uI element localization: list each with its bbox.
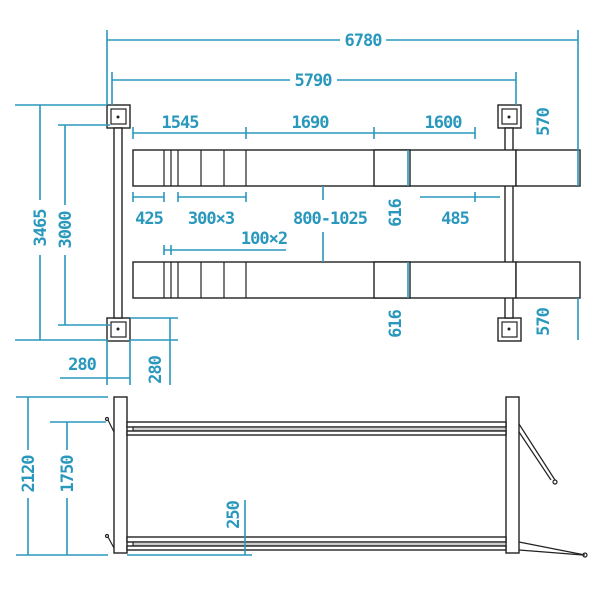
crossbeam-right <box>504 127 514 319</box>
dim-ramp-width-top: 570 <box>534 107 554 135</box>
dim-overall-length: 6780 <box>345 31 383 51</box>
dim-fine-slot-spacing: 100×2 <box>241 229 287 249</box>
dim-jack-tray-top: 616 <box>386 198 406 226</box>
dim-post-spacing-width: 3000 <box>56 211 76 249</box>
runway-bottom <box>132 261 581 299</box>
side-post-right <box>505 396 520 554</box>
runway-lowered <box>126 536 507 551</box>
dim-slot-spacing: 300×3 <box>188 209 235 229</box>
dim-ramp-width-bottom: 570 <box>534 307 554 335</box>
dim-jack-tray-bottom: 616 <box>386 309 406 337</box>
dim-runway-gap: 800-1025 <box>293 209 368 229</box>
side-post-left <box>113 396 128 554</box>
dim-min-height: 250 <box>224 500 244 528</box>
dimension-lines <box>15 30 579 385</box>
dim-runway-section-2: 1690 <box>292 113 330 133</box>
dim-runway-section-1: 1545 <box>162 113 200 133</box>
dim-post-base-y: 280 <box>146 355 166 383</box>
dim-runway-section-3: 1600 <box>425 113 463 133</box>
post-bottom-left <box>106 317 131 342</box>
dim-overall-width: 3465 <box>31 209 51 247</box>
dim-max-lift-height: 1750 <box>58 455 78 493</box>
side-view: 2120 1750 250 <box>16 396 588 558</box>
post-top-right <box>497 104 522 129</box>
post-bottom-right <box>497 317 522 342</box>
dim-total-height: 2120 <box>19 455 39 493</box>
runway-raised <box>126 421 507 436</box>
side-dimension-lines <box>16 396 252 556</box>
dim-post-base-x: 280 <box>68 355 96 375</box>
dim-post-spacing-length: 5790 <box>295 71 333 91</box>
post-top-left <box>106 104 131 129</box>
dim-jack-tray-offset: 485 <box>441 209 469 229</box>
runway-top <box>132 149 581 187</box>
dim-first-slot-offset: 425 <box>135 209 163 229</box>
ramps <box>104 416 588 558</box>
crossbeam-left <box>113 127 123 319</box>
top-view: 6780 5790 1545 1690 1600 425 300×3 100×2… <box>15 30 581 385</box>
